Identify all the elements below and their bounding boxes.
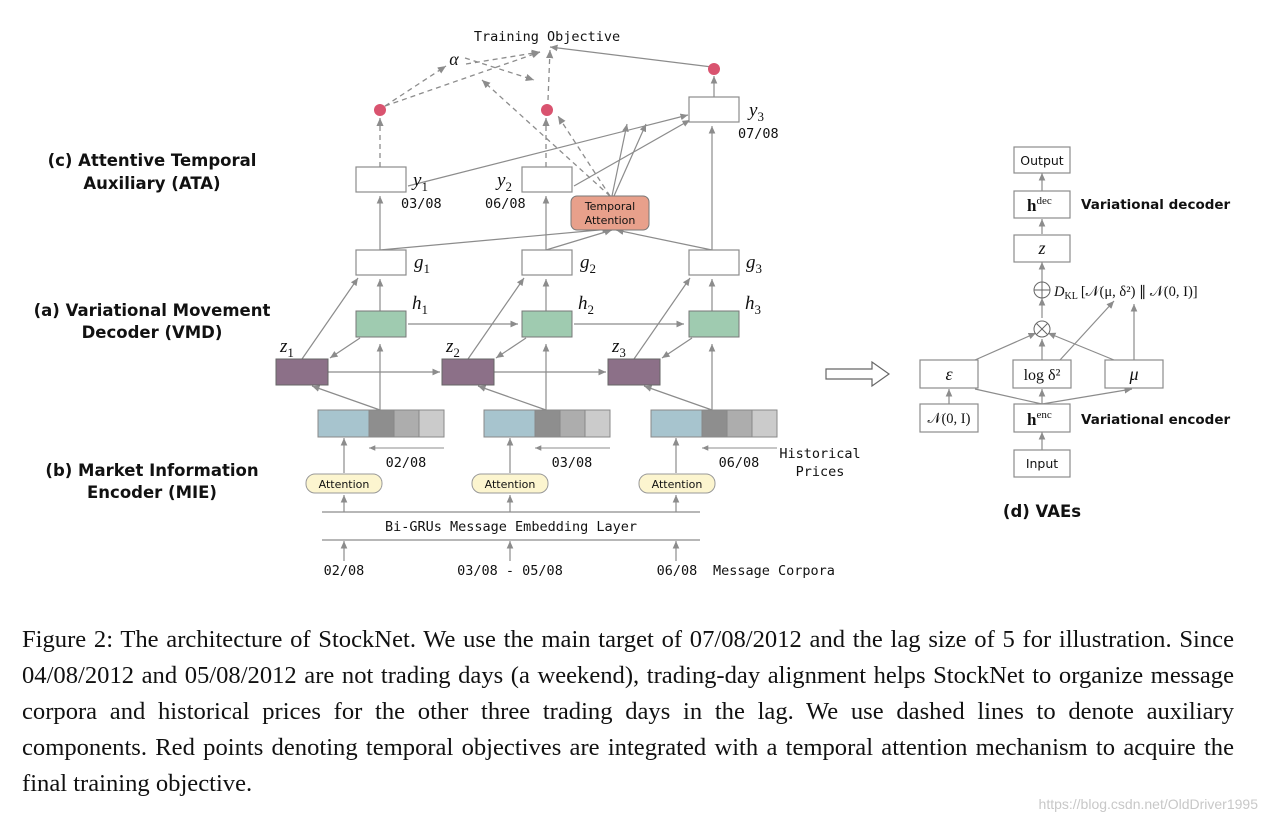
z2-label: z2 bbox=[445, 336, 460, 360]
g3-box bbox=[688, 249, 740, 276]
training-objective-label: Training Objective bbox=[474, 29, 620, 45]
temporal-attention-line1: Temporal bbox=[584, 200, 635, 213]
vae-hdec-label: hdec bbox=[1027, 195, 1052, 215]
historical-prices-line2: Prices bbox=[796, 464, 845, 480]
price-vector-2 bbox=[483, 409, 611, 438]
vae-decoder-label: Variational decoder bbox=[1081, 197, 1231, 213]
vae-output-box bbox=[1013, 146, 1071, 174]
temporal-objective-point-1 bbox=[374, 104, 386, 116]
vae-encoder-label: Variational encoder bbox=[1081, 412, 1230, 428]
vmd-label-line1: (a) Variational Movement bbox=[34, 301, 271, 320]
attention-label-1: Attention bbox=[319, 478, 370, 491]
y2-box bbox=[521, 166, 573, 193]
g1-label: g1 bbox=[414, 252, 430, 276]
msg-date-1: 02/08 bbox=[324, 563, 365, 579]
h2-label: h2 bbox=[578, 293, 594, 317]
embedding-layer-label: Bi-GRUs Message Embedding Layer bbox=[385, 519, 637, 535]
temporal-attention-box bbox=[570, 195, 650, 231]
y3-date: 07/08 bbox=[738, 126, 779, 142]
mie-label-line2: Encoder (MIE) bbox=[87, 483, 217, 502]
column-1: y1 03/08 g1 h1 z1 02/08 Attention 02/08 bbox=[275, 166, 445, 579]
transition-arrow bbox=[825, 360, 891, 388]
temporal-objective-point-2 bbox=[541, 104, 553, 116]
price-date-3: 06/08 bbox=[719, 455, 760, 471]
price-vector-1 bbox=[317, 409, 445, 438]
g1-box bbox=[355, 249, 407, 276]
attention-label-3: Attention bbox=[652, 478, 703, 491]
auxiliary-dashed-lines bbox=[376, 49, 611, 197]
historical-prices-line1: Historical bbox=[779, 446, 860, 462]
vae-mu-box bbox=[1104, 359, 1164, 389]
y1-box bbox=[355, 166, 407, 193]
vae-normal-box bbox=[919, 403, 979, 433]
vae-henc-box bbox=[1013, 403, 1071, 433]
y2-date: 06/08 bbox=[485, 196, 526, 212]
architecture-diagram: Training Objective α (c) Attentive Tempo… bbox=[34, 29, 1231, 579]
attention-box-1 bbox=[305, 473, 383, 494]
price-date-2: 03/08 bbox=[552, 455, 593, 471]
vae-mu-label: μ bbox=[1128, 364, 1138, 384]
g2-label: g2 bbox=[580, 252, 596, 276]
vae-hdec-box bbox=[1013, 190, 1071, 219]
vae-panel: Output hdec Variational decoder z DKL[𝒩(… bbox=[919, 146, 1231, 521]
vae-input-box bbox=[1013, 449, 1071, 478]
vae-henc-label: henc bbox=[1027, 409, 1052, 429]
z1-label: z1 bbox=[279, 336, 294, 360]
vae-output-label: Output bbox=[1020, 153, 1064, 168]
vmd-label-line2: Decoder (VMD) bbox=[82, 323, 223, 342]
g3-label: g3 bbox=[746, 252, 762, 276]
y3-box bbox=[688, 96, 740, 123]
h1-label: h1 bbox=[412, 293, 428, 317]
y1-label: y1 bbox=[411, 170, 428, 194]
vae-title: (d) VAEs bbox=[1003, 502, 1081, 521]
mie-label-line1: (b) Market Information bbox=[45, 461, 258, 480]
vae-logdelta-label: log δ² bbox=[1024, 367, 1061, 384]
msg-date-3: 06/08 bbox=[657, 563, 698, 579]
h2-box bbox=[521, 310, 573, 338]
message-corpora-label: Message Corpora bbox=[713, 563, 835, 579]
z3-label: z3 bbox=[611, 336, 626, 360]
price-date-1: 02/08 bbox=[386, 455, 427, 471]
section-labels: (c) Attentive Temporal Auxiliary (ATA) (… bbox=[34, 151, 271, 502]
vae-kl-term: DKL[𝒩(μ, δ²) ∥ 𝒩(0, I)] bbox=[1053, 284, 1198, 302]
h3-box bbox=[688, 310, 740, 338]
g2-box bbox=[521, 249, 573, 276]
otimes-icon bbox=[1033, 320, 1051, 338]
oplus-icon bbox=[1033, 281, 1051, 299]
attention-box-3 bbox=[638, 473, 716, 494]
vae-logdelta-box bbox=[1012, 359, 1072, 389]
temporal-objective-point-3 bbox=[708, 63, 720, 75]
vae-input-label: Input bbox=[1026, 456, 1058, 471]
h1-box bbox=[355, 310, 407, 338]
column-2: y2 06/08 g2 h2 z2 03/08 Attention 03/08 … bbox=[441, 166, 611, 579]
z2-box bbox=[441, 358, 495, 386]
vae-z-box bbox=[1013, 234, 1071, 263]
temporal-attention-line2: Attention bbox=[585, 214, 636, 227]
y2-label: y2 bbox=[495, 170, 512, 194]
vae-z-label: z bbox=[1037, 238, 1045, 258]
h3-label: h3 bbox=[745, 293, 761, 317]
price-vector-3 bbox=[650, 409, 778, 438]
attention-box-2 bbox=[471, 473, 549, 494]
y1-date: 03/08 bbox=[401, 196, 442, 212]
column-3: y3 07/08 g3 h3 z3 06/08 Attention 06/08 bbox=[607, 96, 779, 579]
connection-lines bbox=[301, 44, 718, 561]
attention-label-2: Attention bbox=[485, 478, 536, 491]
ata-label-line2: Auxiliary (ATA) bbox=[83, 174, 220, 193]
vae-epsilon-label: ε bbox=[945, 364, 953, 384]
msg-date-2: 03/08 - 05/08 bbox=[457, 563, 563, 579]
figure-caption: Figure 2: The architecture of StockNet. … bbox=[22, 626, 1234, 797]
watermark: https://blog.csdn.net/OldDriver1995 bbox=[1038, 796, 1258, 812]
y3-label: y3 bbox=[747, 100, 764, 124]
z3-box bbox=[607, 358, 661, 386]
alpha-symbol: α bbox=[449, 49, 459, 69]
vae-normal-label: 𝒩(0, I) bbox=[928, 411, 971, 427]
ata-label-line1: (c) Attentive Temporal bbox=[48, 151, 257, 170]
z1-box bbox=[275, 358, 329, 386]
vae-epsilon-box bbox=[919, 359, 979, 389]
